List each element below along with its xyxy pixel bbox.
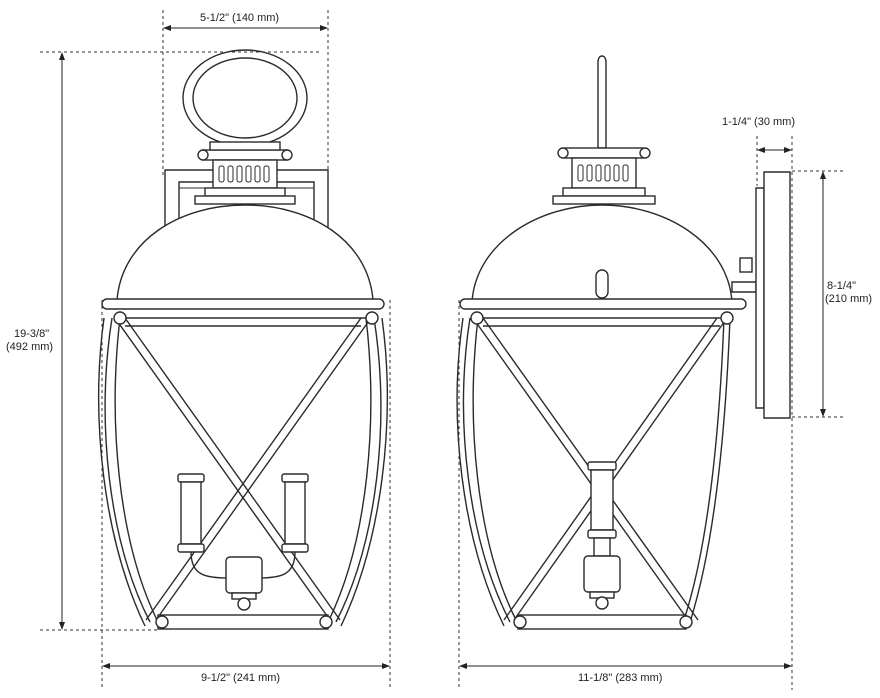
backplate-depth-label: 1-1/4" (30 mm) [722, 116, 795, 128]
top-width-label: 5-1/2" (140 mm) [200, 12, 280, 24]
depth-label: 11-1/8" (283 mm) [578, 672, 663, 684]
height-label-metric: (492 mm) [6, 341, 54, 353]
backplate-height-label-metric: (210 mm) [825, 293, 873, 305]
front-view [98, 49, 388, 630]
dimension-lines [40, 10, 845, 690]
bottom-width-label: 9-1/2" (241 mm) [201, 672, 281, 684]
backplate-height-label-imperial: 8-1/4" [827, 280, 856, 292]
side-view [456, 55, 791, 630]
height-label-imperial: 19-3/8" [14, 328, 50, 340]
